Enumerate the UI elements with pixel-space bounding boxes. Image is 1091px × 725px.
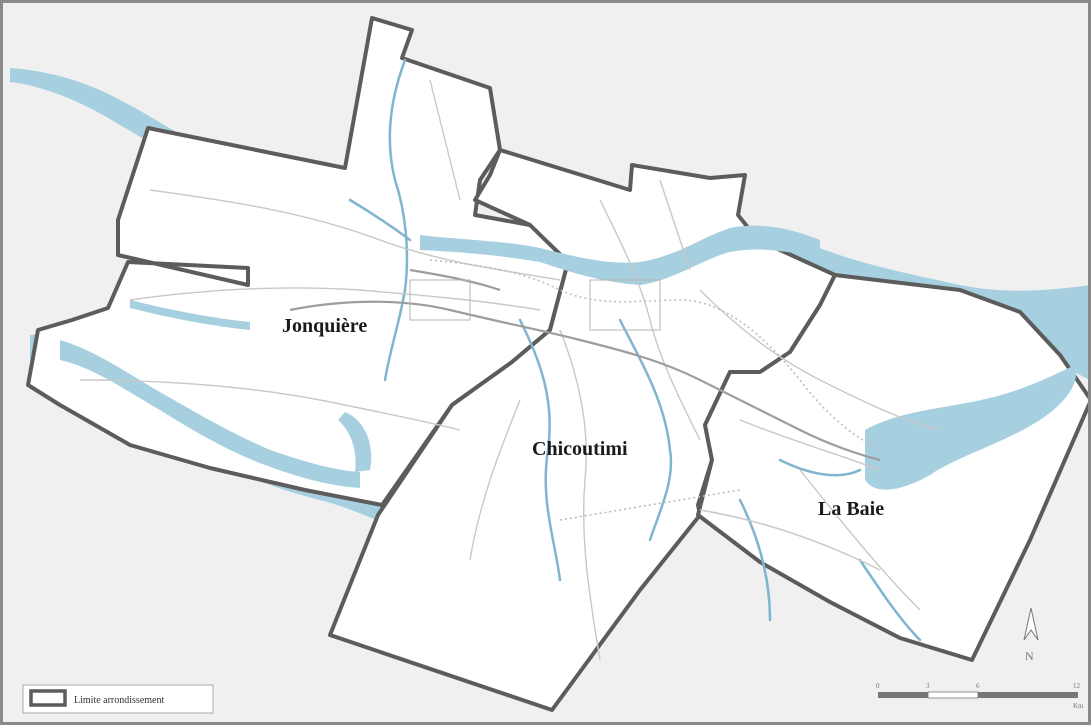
scale-tick-6: 6 bbox=[976, 682, 980, 690]
label-jonquiere: Jonquière bbox=[282, 315, 367, 337]
major-roads bbox=[289, 268, 881, 462]
lake-jonquiere-west bbox=[60, 340, 360, 488]
bay-la-baie-inland bbox=[865, 365, 1077, 490]
scale-unit: Km bbox=[1073, 702, 1084, 710]
district-jonquiere[interactable] bbox=[26, 16, 570, 507]
scale-bar: 0 3 6 12 Km bbox=[876, 682, 1084, 710]
scale-tick-3: 3 bbox=[926, 682, 930, 690]
railway bbox=[429, 259, 881, 521]
lake-jonquiere-north bbox=[130, 300, 250, 330]
river-lines bbox=[348, 58, 922, 642]
river-saguenay-inland bbox=[420, 225, 820, 285]
north-arrow: N bbox=[1023, 607, 1039, 663]
district-boundaries bbox=[26, 16, 1091, 712]
label-chicoutimi: Chicoutimi bbox=[532, 438, 628, 460]
legend-boundary-swatch bbox=[29, 689, 67, 707]
legend: Limite arrondissement bbox=[22, 684, 214, 714]
legend-label: Limite arrondissement bbox=[74, 695, 164, 706]
scale-tick-0: 0 bbox=[876, 682, 880, 690]
urban-area-jonquiere bbox=[409, 279, 471, 321]
lake-jonquiere-small bbox=[338, 412, 372, 472]
label-la-baie: La Baie bbox=[818, 498, 884, 520]
urban-area-chicoutimi bbox=[589, 279, 661, 331]
scale-tick-12: 12 bbox=[1073, 682, 1081, 690]
north-label: N bbox=[1025, 649, 1034, 663]
